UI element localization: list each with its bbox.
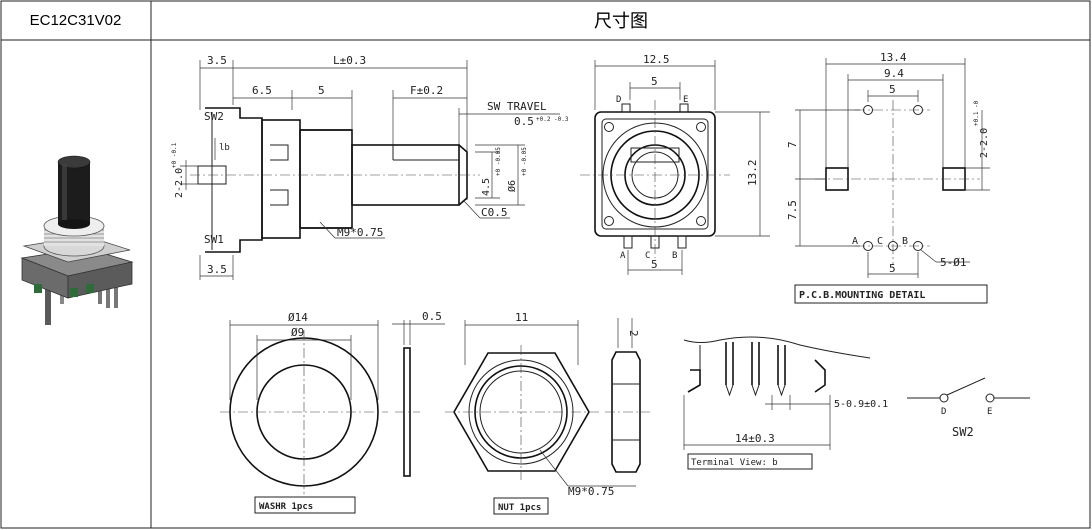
switch-label-e: E bbox=[987, 407, 992, 417]
washer-drawing bbox=[220, 320, 445, 514]
dim-6: Ø6 bbox=[506, 180, 518, 192]
dim-nut-2: 2 bbox=[627, 330, 640, 337]
sheet-title: 尺寸图 bbox=[594, 11, 648, 32]
dim-7: 7 bbox=[786, 141, 799, 148]
terminal-view-drawing bbox=[683, 336, 871, 470]
dim-2-2-0: 2-2.0 bbox=[174, 168, 185, 198]
dim-4-5: 4.5 bbox=[481, 178, 492, 196]
label-d: D bbox=[616, 95, 621, 105]
label-e: E bbox=[683, 95, 688, 105]
dim-13-2: 13.2 bbox=[746, 160, 759, 187]
label-c: C bbox=[645, 251, 650, 261]
dim-5-bottom: 5 bbox=[651, 258, 658, 271]
terminal-caption: Terminal View: b bbox=[691, 458, 778, 468]
washer-caption: WASHR 1pcs bbox=[259, 502, 313, 512]
label-b: B bbox=[672, 251, 677, 261]
dim-4-5-tol: +0 -0.05 bbox=[495, 147, 502, 176]
dim-2-2-0-pcb: 2-2.0 bbox=[979, 128, 990, 158]
pcb-labels: 13.4 9.4 5 7 7.5 2-2.0 +0.1 -0 A C B 5 5… bbox=[786, 51, 990, 301]
sw1-label: SW1 bbox=[204, 233, 224, 246]
thread-label: M9*0.75 bbox=[337, 226, 383, 239]
dim-6-tol: +0 -0.05 bbox=[521, 147, 528, 176]
dim-nut-11: 11 bbox=[515, 311, 528, 324]
sw-travel-tol: +0.2 -0.3 bbox=[536, 116, 569, 123]
dim-2-2-0-pcb-tol: +0.1 -0 bbox=[973, 100, 980, 126]
dim-7-5: 7.5 bbox=[786, 200, 799, 220]
dim-3-5-bottom: 3.5 bbox=[207, 263, 227, 276]
dim-6-5: 6.5 bbox=[252, 84, 272, 97]
front-view bbox=[580, 60, 770, 275]
hole-count-label: 5-Ø1 bbox=[940, 256, 967, 269]
switch-name: SW2 bbox=[952, 425, 974, 439]
sw-travel-value: 0.5 bbox=[514, 115, 534, 128]
pcb-mounting-detail bbox=[794, 58, 990, 304]
pcb-label-a: A bbox=[852, 236, 858, 247]
dim-12-5: 12.5 bbox=[643, 53, 670, 66]
dim-5-top: 5 bbox=[651, 75, 658, 88]
dim-5-pcb-bottom: 5 bbox=[889, 262, 896, 275]
terminal-labels: 5-0.9±0.1 14±0.3 Terminal View: b bbox=[691, 399, 888, 468]
label-a: A bbox=[620, 251, 626, 261]
nut-labels: 11 2 M9*0.75 NUT 1pcs bbox=[498, 311, 640, 513]
dim-length: L±0.3 bbox=[333, 54, 366, 67]
sw-travel-label: SW TRAVEL bbox=[487, 100, 547, 113]
sw2-label: SW2 bbox=[204, 110, 224, 123]
dim-9-4: 9.4 bbox=[884, 67, 904, 80]
dim-washer-14: Ø14 bbox=[288, 311, 308, 324]
dim-f: F±0.2 bbox=[410, 84, 443, 97]
washer-labels: Ø14 Ø9 0.5 WASHR 1pcs bbox=[259, 310, 442, 512]
dim-5-pcb-top: 5 bbox=[889, 83, 896, 96]
switch-symbol bbox=[907, 377, 1030, 403]
dim-3-5-top: 3.5 bbox=[207, 54, 227, 67]
nut-drawing bbox=[445, 318, 650, 515]
side-view bbox=[180, 60, 560, 280]
dim-washer-0-5: 0.5 bbox=[422, 310, 442, 323]
switch-labels: D E SW2 bbox=[941, 407, 992, 439]
dim-2-2-0-tol: +0 -0.1 bbox=[171, 142, 178, 168]
nut-caption: NUT 1pcs bbox=[498, 503, 541, 513]
nut-thread-label: M9*0.75 bbox=[568, 485, 614, 498]
lb-label: lb bbox=[219, 143, 230, 153]
side-view-labels: 3.5 L±0.3 6.5 5 F±0.2 SW TRAVEL 0.5 +0.2… bbox=[171, 54, 569, 276]
dim-washer-9: Ø9 bbox=[291, 326, 304, 339]
dim-5: 5 bbox=[318, 84, 325, 97]
pcb-label-c: C bbox=[877, 236, 883, 247]
dim-13-4: 13.4 bbox=[880, 51, 907, 64]
switch-label-d: D bbox=[941, 407, 946, 417]
chamfer-label: C0.5 bbox=[481, 206, 508, 219]
pcb-label-b: B bbox=[902, 236, 908, 247]
pcb-caption: P.C.B.MOUNTING DETAIL bbox=[799, 290, 925, 301]
model-number: EC12C31V02 bbox=[29, 11, 122, 29]
encoder-3d-illustration bbox=[20, 155, 134, 325]
front-view-labels: 12.5 5 D E 13.2 A C B 5 bbox=[616, 53, 759, 271]
dim-pin-width: 5-0.9±0.1 bbox=[834, 399, 888, 410]
dim-terminal-14: 14±0.3 bbox=[735, 432, 775, 445]
